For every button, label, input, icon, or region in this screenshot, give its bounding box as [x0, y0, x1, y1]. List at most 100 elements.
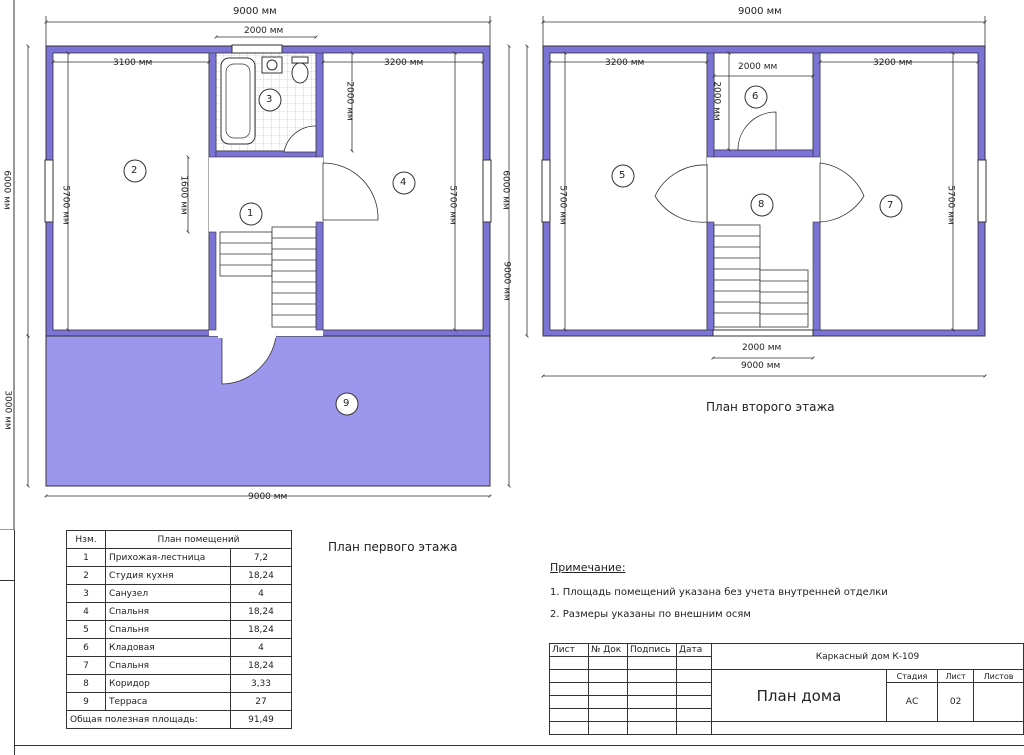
stamp-sheets-label: Листов — [973, 669, 1024, 683]
room-label-8: 8 — [758, 199, 765, 210]
table-header: Нзм. План помещений — [66, 530, 292, 549]
staircase — [219, 226, 317, 328]
staircase — [713, 224, 809, 328]
f1-dim-room4-w: 3200 мм — [384, 58, 424, 68]
door-swing — [737, 111, 777, 151]
room-area: 4 — [230, 638, 292, 657]
wall — [315, 52, 324, 158]
wall — [215, 150, 317, 158]
room-area: 4 — [230, 584, 292, 603]
room-markers — [123, 88, 416, 416]
f1-overall-top: 9000 мм — [233, 6, 277, 17]
floor1-caption: План первого этажа — [328, 540, 458, 554]
f2-dim-room6-w: 2000 мм — [738, 62, 778, 72]
total-value: 91,49 — [230, 710, 292, 729]
stamp-stage-value: АС — [885, 682, 939, 722]
total-label: Общая полезная площадь: — [66, 710, 231, 729]
stamp-title: План дома — [711, 669, 887, 722]
wall — [208, 52, 217, 158]
room-num: 6 — [66, 638, 106, 657]
sink-icon — [261, 56, 283, 74]
room-label-7: 7 — [887, 200, 894, 211]
stamp-header-doc: № Док — [588, 643, 628, 657]
sheet-frame-bottom — [14, 745, 1024, 746]
room-name: Санузел — [105, 584, 231, 603]
f1-dim-corridor: 1600 мм — [178, 175, 189, 215]
room-num: 8 — [66, 674, 106, 693]
stamp-stage-label: Стадия — [885, 669, 939, 683]
stamp-header-date: Дата — [676, 643, 712, 657]
room-label-4: 4 — [400, 177, 407, 188]
stamp-sheet-label: Лист — [937, 669, 975, 683]
f2-overall-top: 9000 мм — [738, 6, 782, 17]
f2-dim-room7-w: 3200 мм — [873, 58, 913, 68]
stamp-header-sheet: Лист — [549, 643, 589, 657]
terrace-area — [45, 335, 491, 487]
floor-plans — [0, 0, 987, 530]
f1-dim-bath: 2000 мм — [244, 26, 284, 36]
f1-overall-bottom: 9000 мм — [248, 492, 288, 502]
wall — [208, 231, 217, 331]
header-num: Нзм. — [66, 530, 106, 549]
title-block: Лист № Док Подпись Дата Каркасный дом К-… — [549, 643, 1024, 755]
room-label-2: 2 — [131, 165, 138, 176]
room-area: 27 — [230, 692, 292, 711]
floor2-plan — [525, 16, 987, 378]
room-label-6: 6 — [752, 91, 759, 102]
window — [977, 159, 987, 223]
room-area: 18,24 — [230, 566, 292, 585]
room-num: 4 — [66, 602, 106, 621]
room-label-5: 5 — [619, 170, 626, 181]
note-2: 2. Размеры указаны по внешним осям — [550, 609, 751, 620]
room-num: 2 — [66, 566, 106, 585]
floor1-plan — [26, 16, 511, 498]
room-2 — [52, 52, 210, 331]
window — [231, 44, 283, 54]
window — [482, 159, 492, 223]
toilet-icon — [291, 56, 309, 84]
room-name: Кладовая — [105, 638, 231, 657]
room-num: 5 — [66, 620, 106, 639]
room-num: 9 — [66, 692, 106, 711]
door-swing — [283, 125, 317, 153]
header-title: План помещений — [105, 530, 292, 549]
room-area: 18,24 — [230, 602, 292, 621]
room-name: Спальня — [105, 656, 231, 675]
window — [44, 159, 54, 223]
sheet-frame-left — [14, 530, 15, 755]
room-label-9: 9 — [343, 398, 350, 409]
notes-heading: Примечание: — [550, 561, 626, 574]
wall — [315, 221, 324, 331]
door-swing — [322, 162, 379, 221]
floor2-caption: План второго этажа — [706, 400, 835, 414]
sheet-frame-tick — [0, 580, 14, 581]
f1-dim-room2-w: 3100 мм — [113, 58, 153, 68]
room-markers — [611, 85, 903, 218]
room-num: 1 — [66, 548, 106, 567]
f2-dim-room5-w: 3200 мм — [605, 58, 645, 68]
stamp-sheet-value: 02 — [937, 682, 975, 722]
room-name: Спальня — [105, 620, 231, 639]
f1-dim-room4-h: 5700 мм — [447, 185, 458, 225]
f2-dim-room5-h: 5700 мм — [557, 185, 568, 225]
f2-dim-room7-h: 5700 мм — [945, 185, 956, 225]
room-area: 18,24 — [230, 620, 292, 639]
f1-dim-terrace: 3000 мм — [2, 390, 13, 430]
room-name: Спальня — [105, 602, 231, 621]
room-name: Терраса — [105, 692, 231, 711]
f1-dim-right: 9000 мм — [501, 261, 512, 301]
room-area: 3,33 — [230, 674, 292, 693]
room-label-3: 3 — [266, 94, 273, 105]
stamp-project: Каркасный дом К-109 — [711, 643, 1024, 670]
note-1: 1. Площадь помещений указана без учета в… — [550, 587, 888, 598]
room-num: 3 — [66, 584, 106, 603]
